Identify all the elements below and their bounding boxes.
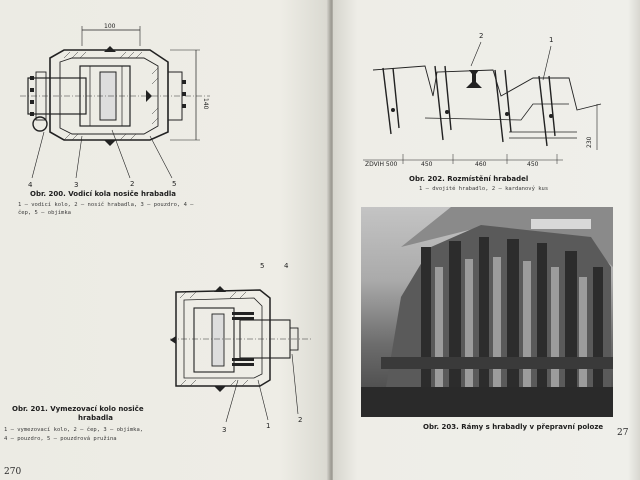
fig202-dim-1: 450 — [421, 161, 433, 168]
fig202-dim-height: 230 — [586, 136, 593, 148]
fig200-legend-line2: čep, 5 — objímka — [18, 210, 71, 216]
fig201-caption-line1: Obr. 201. Vymezovací kolo nosiče — [12, 405, 144, 413]
fig200-legend-line1: 1 — vodicí kolo, 2 — nosič hrabadla, 3 —… — [18, 202, 194, 208]
fig202-callout-1: 1 — [549, 36, 553, 44]
fig202-dim-stroke: ZDVIH 500 — [365, 161, 398, 168]
fig201-callout-2: 2 — [298, 416, 302, 424]
fig200-callout-2: 2 — [130, 180, 134, 188]
fig200-caption: Obr. 200. Vodicí kola nosiče hrabadla — [30, 190, 177, 198]
fig200-callout-4: 4 — [28, 181, 33, 189]
fig201-callout-1: 1 — [266, 422, 270, 430]
fig202-caption: Obr. 202. Rozmístění hrabadel — [409, 175, 529, 183]
page-number-left: 270 — [4, 467, 22, 477]
fig200-drawing: 100 140 — [20, 23, 210, 189]
fig201-callout-4: 4 — [284, 262, 289, 270]
fig201-drawing: 5 4 3 1 2 — [170, 262, 312, 434]
fig201-legend-line1: 1 — vymezovací kolo, 2 — čep, 3 — objímk… — [4, 427, 144, 433]
fig200-callout-3: 3 — [74, 181, 78, 189]
fig203-caption: Obr. 203. Rámy s hrabadly v přepravní po… — [423, 423, 604, 431]
fig201-callout-3: 3 — [222, 426, 226, 434]
fig200-dim-width: 100 — [104, 23, 116, 30]
right-page: 2 1 230 ZDVIH 500 450 460 450 Obr. 20 — [333, 0, 640, 480]
fig201-callout-5: 5 — [260, 262, 264, 270]
fig201-caption-line2: hrabadla — [78, 414, 114, 422]
right-page-edge — [628, 0, 640, 480]
fig203-machine-picture — [361, 207, 613, 417]
fig200-dim-height: 140 — [202, 98, 209, 110]
fig202-drawing: 2 1 230 ZDVIH 500 450 460 450 — [363, 32, 602, 168]
left-page: 100 140 — [0, 0, 330, 480]
fig202-callout-2: 2 — [479, 32, 483, 40]
fig201-legend-line2: 4 — pouzdro, 5 — pouzdrová pružina — [4, 436, 117, 442]
page-number-right: 271 — [617, 428, 635, 438]
fig200-callout-5: 5 — [172, 180, 176, 188]
fig202-legend: 1 — dvojité hrabadlo, 2 — kardanový kus — [419, 186, 549, 192]
fig203-photo — [361, 207, 613, 417]
fig202-dim-2: 460 — [475, 161, 487, 168]
fig202-dim-3: 450 — [527, 161, 539, 168]
